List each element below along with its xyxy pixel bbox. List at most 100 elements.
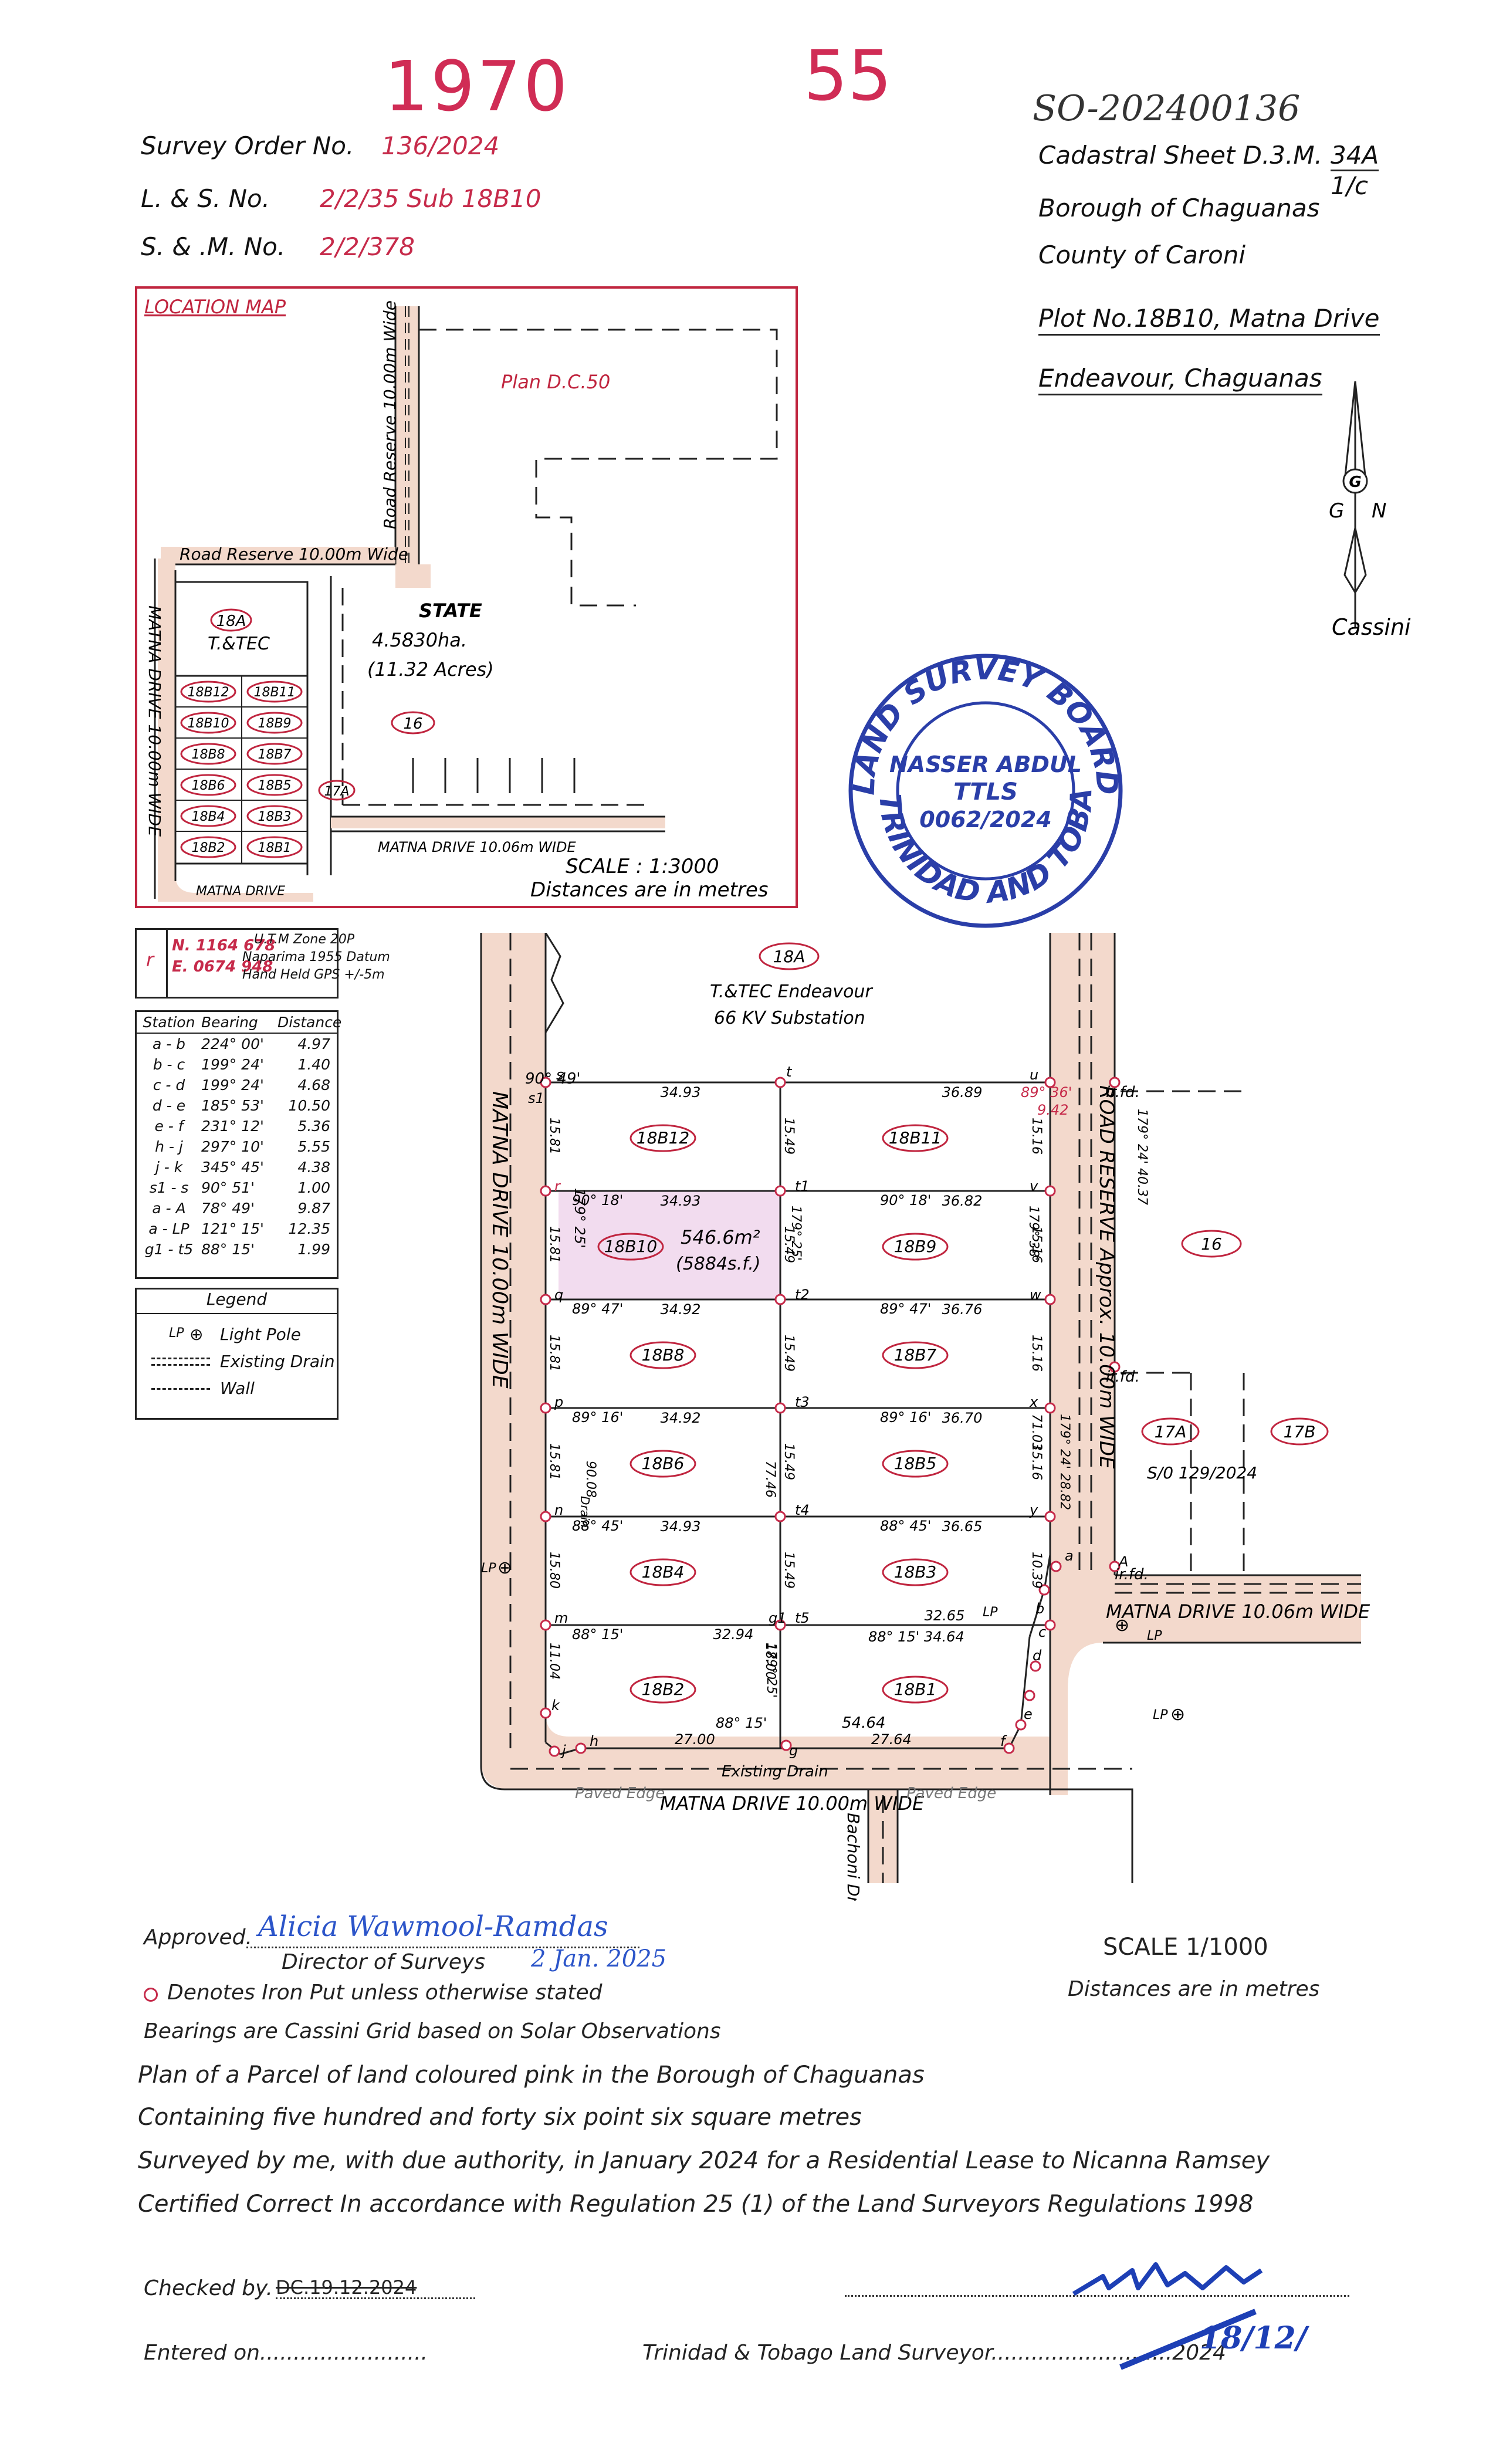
loc-lot-ellipse bbox=[246, 774, 303, 796]
iron-put-marker bbox=[1003, 1742, 1015, 1754]
plan-text: q bbox=[554, 1287, 563, 1303]
distance-cell: 12.35 bbox=[288, 1220, 330, 1237]
loc-lot-label: 18B6 bbox=[191, 779, 225, 793]
loc-scale: SCALE : 1:3000 bbox=[566, 855, 719, 878]
distance-cell: 5.55 bbox=[297, 1138, 330, 1155]
plan-text: 18B1 bbox=[894, 1680, 937, 1699]
loc-lot-label: 18B12 bbox=[187, 685, 229, 700]
cadastral-sub: 1/c bbox=[1331, 171, 1368, 200]
plan-text: 18B4 bbox=[642, 1562, 685, 1582]
plan-text: t5 bbox=[795, 1610, 810, 1626]
station-cell: a - LP bbox=[148, 1220, 189, 1237]
lot-ellipse bbox=[597, 1233, 664, 1261]
iron-put-marker bbox=[1030, 1660, 1041, 1672]
iron-put-marker bbox=[1044, 1619, 1056, 1631]
iron-put-marker bbox=[1044, 1185, 1056, 1197]
irfd-1: ir.fd. bbox=[1106, 1084, 1140, 1101]
sm-label: S. & .M. No. bbox=[141, 232, 286, 261]
plan-text: 88° 15' bbox=[572, 1626, 623, 1643]
plan-text: 36.89 bbox=[942, 1084, 983, 1101]
plan-text: 77.46 bbox=[763, 1461, 777, 1498]
plan-text: 36.76 bbox=[942, 1301, 983, 1318]
plan-text: 15.49 bbox=[781, 1335, 796, 1372]
plan-text: 15.80 bbox=[547, 1552, 561, 1589]
iron-put-marker bbox=[1044, 1077, 1056, 1088]
loc-lot-ellipse bbox=[180, 774, 236, 796]
description-line-3: Surveyed by me, with due authority, in J… bbox=[138, 2147, 1270, 2174]
station-cell: j - k bbox=[155, 1159, 183, 1176]
plan-text: 71.03 bbox=[1029, 1414, 1044, 1451]
plan-text: g bbox=[789, 1742, 798, 1759]
plan-text: g1 bbox=[769, 1610, 787, 1626]
iron-put-marker bbox=[1044, 1402, 1056, 1414]
plan-text: b bbox=[1035, 1600, 1044, 1617]
bearing-cell: 90° 51' bbox=[201, 1179, 255, 1196]
loc-matna-bottom: MATNA DRIVE bbox=[196, 884, 285, 899]
loc-lot-ellipse bbox=[246, 836, 303, 858]
lot-ellipse bbox=[882, 1124, 949, 1152]
lp-far-label: LP bbox=[1153, 1708, 1168, 1722]
loc-lot-ellipse bbox=[246, 805, 303, 827]
plan-text: x bbox=[1029, 1394, 1038, 1410]
loc-lot-label: 18B3 bbox=[258, 810, 291, 824]
seal-name: NASSER ABDUL bbox=[889, 752, 1082, 777]
station-cell: a - b bbox=[152, 1035, 186, 1052]
iron-put-marker bbox=[774, 1294, 786, 1305]
loc-lot-label: 18B11 bbox=[253, 685, 295, 700]
plan-text: 15.49 bbox=[781, 1552, 796, 1589]
description-line-2: Containing five hundred and forty six po… bbox=[138, 2104, 862, 2131]
bearing-cell: 199° 24' bbox=[201, 1077, 264, 1094]
signature-line bbox=[845, 2295, 1349, 2297]
plan-text: 18B3 bbox=[894, 1562, 937, 1582]
subject-area-m: 546.6m² bbox=[681, 1226, 760, 1248]
plan-text: 34.92 bbox=[661, 1301, 701, 1318]
station-cell: a - A bbox=[152, 1200, 186, 1217]
plan-text: 18B8 bbox=[642, 1345, 685, 1365]
lot-ellipse bbox=[629, 1450, 696, 1478]
legend-lp: LP bbox=[169, 1326, 184, 1341]
iron-put-marker bbox=[1044, 1511, 1056, 1522]
header-bearing: Bearing bbox=[201, 1014, 258, 1031]
lot-ellipse bbox=[882, 1676, 949, 1704]
plan-text: 88° 45' bbox=[572, 1518, 623, 1534]
state-label: STATE bbox=[419, 600, 482, 622]
loc-lot-label: 18B4 bbox=[191, 810, 225, 824]
legend-drain: Existing Drain bbox=[220, 1352, 335, 1371]
plan-text: d bbox=[1033, 1647, 1042, 1664]
loc-matna-vertical: MATNA DRIVE 10.00m WIDE bbox=[145, 605, 164, 837]
station-cell: c - d bbox=[153, 1077, 185, 1094]
plan-text: n bbox=[554, 1502, 563, 1518]
bearing-cell: 345° 45' bbox=[201, 1159, 264, 1176]
plan-text: 11.04 bbox=[547, 1643, 561, 1680]
stamp-number: 1970 bbox=[384, 46, 570, 127]
legend-light-pole: Light Pole bbox=[220, 1325, 301, 1344]
footer-distances: Distances are in metres bbox=[1068, 1977, 1320, 2001]
plan-text: 179° 24' 40.37 bbox=[1135, 1109, 1149, 1205]
legend-title: Legend bbox=[137, 1289, 337, 1314]
plan-text: A bbox=[1118, 1553, 1128, 1570]
projection-label: Cassini bbox=[1332, 614, 1411, 640]
plan-text: 15.81 bbox=[547, 1443, 561, 1480]
lp-west-label: LP bbox=[481, 1561, 496, 1576]
light-pole-far-icon: ⊕ bbox=[1170, 1704, 1185, 1725]
loc-lot-ellipse bbox=[246, 743, 303, 765]
loc-lot-17a: 17A bbox=[324, 784, 349, 799]
plan-text: 15.49 bbox=[781, 1226, 796, 1263]
plan-text: 15.16 bbox=[1029, 1335, 1044, 1372]
plan-text: 36.65 bbox=[942, 1518, 983, 1535]
loc-lot-ellipse bbox=[180, 805, 236, 827]
station-cell: g1 - t5 bbox=[144, 1241, 194, 1258]
plan-text: s bbox=[556, 1067, 564, 1083]
loc-lot-ellipse bbox=[180, 836, 236, 858]
iron-put-marker bbox=[1024, 1690, 1035, 1701]
bachoni-label: Bachoni Dr. bbox=[844, 1813, 863, 1901]
road-reserve-vertical-label: Road Reserve 10.00m Wide bbox=[380, 300, 400, 529]
plan-text: 34.93 bbox=[661, 1084, 701, 1101]
loc-lot-label: 18B9 bbox=[258, 716, 291, 731]
iron-put-marker bbox=[540, 1077, 551, 1088]
